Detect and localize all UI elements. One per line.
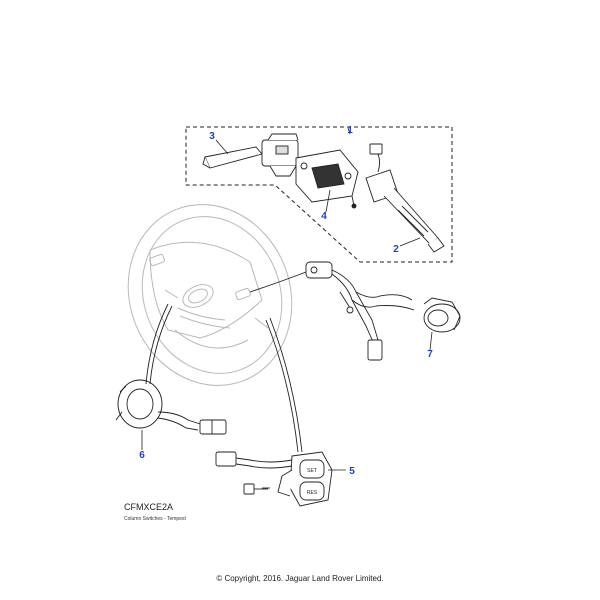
rotary-coupler-harness [115, 379, 227, 435]
switch-housing [295, 149, 359, 209]
assembly-dashed-outline [185, 126, 453, 263]
reference-code: CFMXCE2A [124, 502, 174, 512]
callout-1: 1 [347, 125, 353, 136]
left-stalk-switch [202, 133, 299, 177]
callout-3: 3 [209, 131, 215, 142]
res-button-label: RES [307, 490, 318, 496]
callout-4: 4 [321, 211, 327, 222]
multifunction-switch-harness [305, 261, 461, 361]
callout-6: 6 [139, 450, 145, 461]
right-stalk-switch [365, 143, 445, 253]
set-button-label: SET [307, 468, 317, 474]
callout-2: 2 [393, 244, 399, 255]
leader-lines [141, 127, 433, 471]
reference-caption: Column Switches - Tempest [124, 516, 186, 522]
callout-5: 5 [349, 466, 355, 477]
callout-7: 7 [427, 349, 433, 360]
connection-cables [145, 271, 307, 453]
cruise-control-switch-pack [215, 451, 333, 507]
steering-wheel [127, 204, 293, 386]
copyright-notice: © Copyright, 2016. Jaguar Land Rover Lim… [216, 574, 384, 583]
